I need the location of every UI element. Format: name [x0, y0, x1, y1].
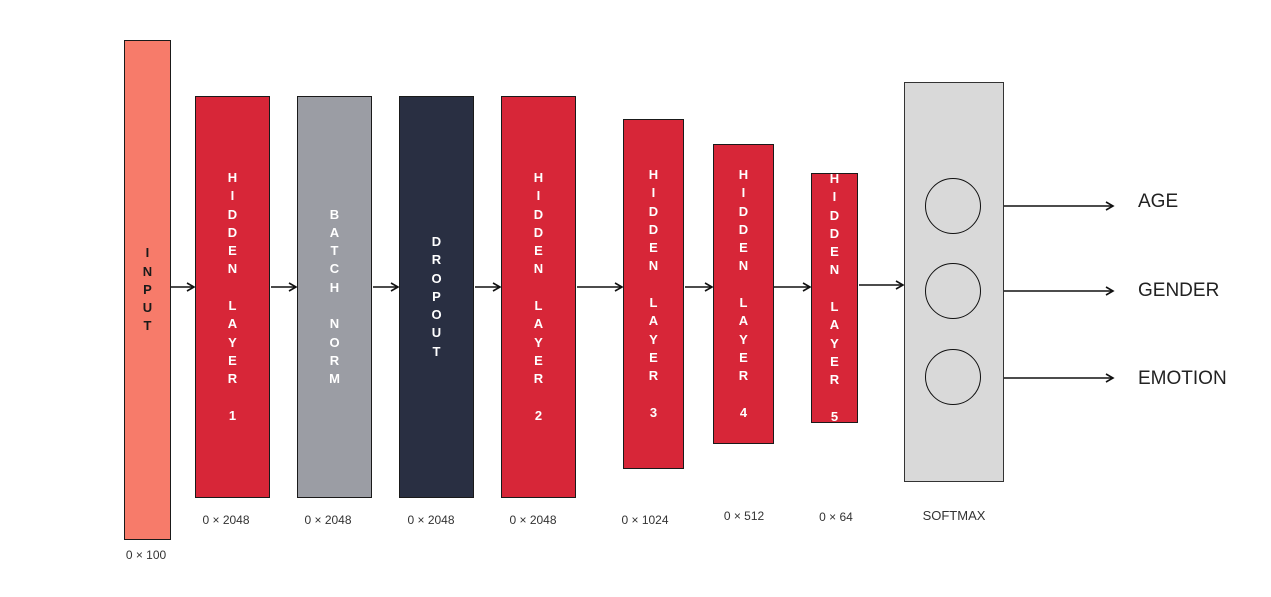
softmax-node-emotion [925, 349, 981, 405]
softmax-node-gender [925, 263, 981, 319]
hidden-layer-4-dimension: 0 × 512 [723, 509, 765, 523]
softmax-label: SOFTMAX [922, 508, 986, 523]
output-label-emotion: EMOTION [1138, 368, 1227, 389]
output-label-age: AGE [1138, 191, 1179, 212]
output-label-gender: GENDER [1138, 280, 1220, 301]
softmax-node-age [925, 178, 981, 234]
hidden-layer-1-dimension: 0 × 2048 [202, 513, 250, 527]
batch-norm-dimension: 0 × 2048 [304, 513, 352, 527]
hidden-layer-5-dimension: 0 × 64 [819, 510, 853, 524]
dropout-dimension: 0 × 2048 [407, 513, 455, 527]
hidden-layer-2-dimension: 0 × 2048 [509, 513, 557, 527]
input-dimension: 0 × 100 [125, 548, 167, 562]
hidden-layer-3-dimension: 0 × 1024 [621, 513, 669, 527]
